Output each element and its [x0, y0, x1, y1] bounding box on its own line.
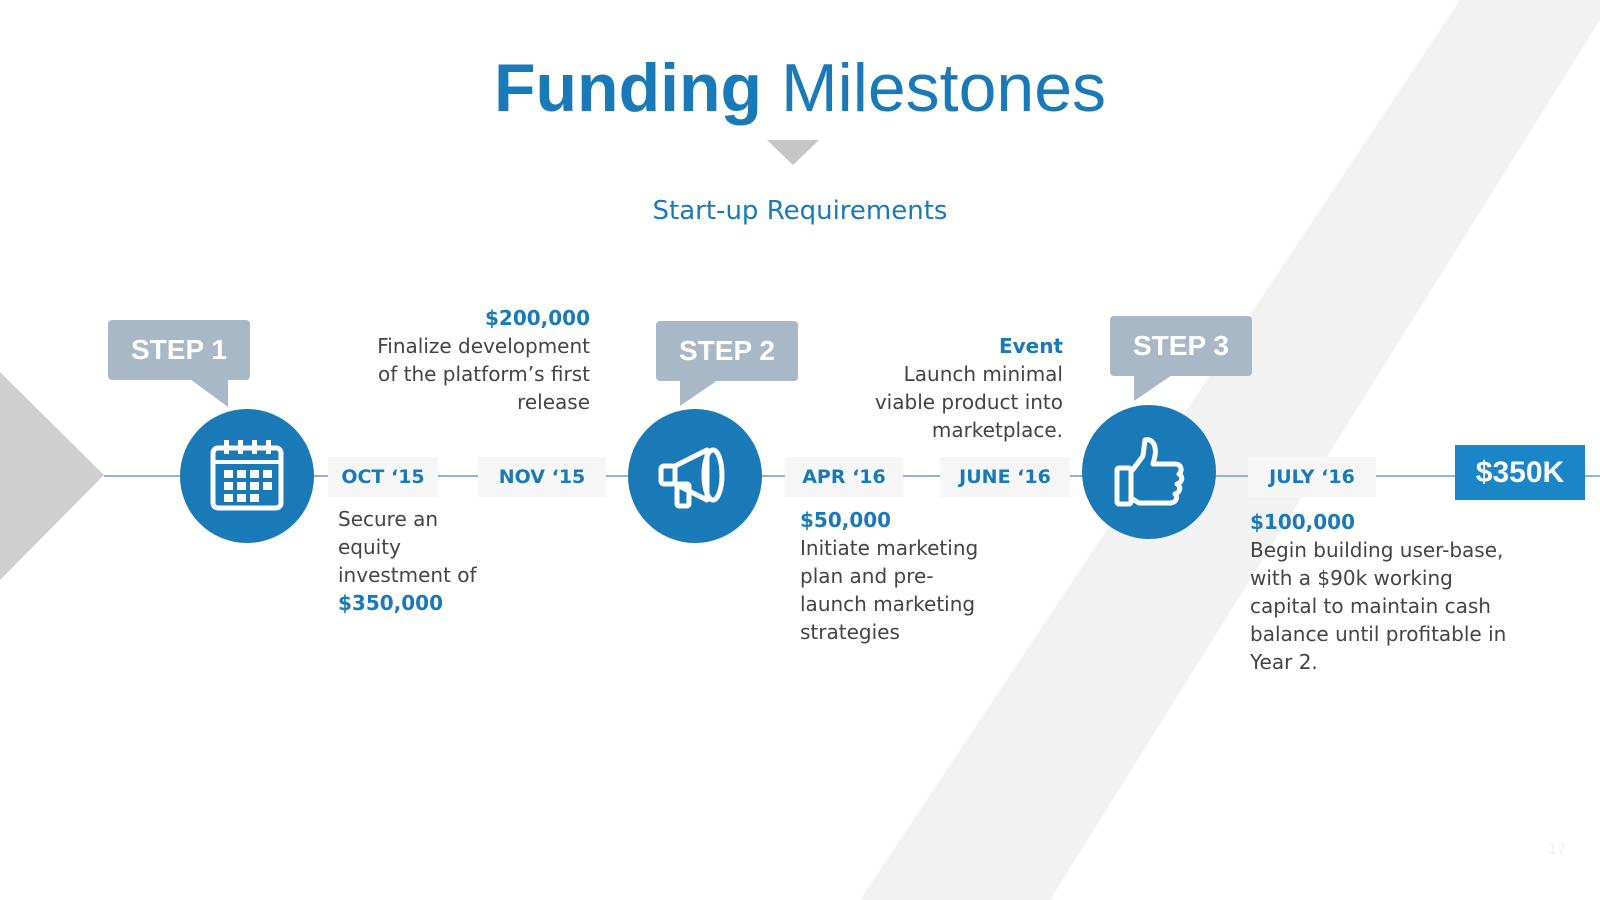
title-regular: Milestones	[781, 50, 1107, 126]
megaphone-icon	[658, 447, 725, 509]
milestone-oct-amount: $350,000	[338, 591, 444, 615]
date-nov-15: NOV ‘15	[478, 457, 606, 497]
left-arrow-shape	[0, 372, 104, 580]
milestone-apr-text: Initiate marketing plan and pre-launch m…	[800, 536, 979, 644]
step-1-bubble: STEP 1	[108, 320, 250, 380]
milestone-apr-amount: $50,000	[800, 508, 892, 532]
milestone-june-heading: Event	[998, 334, 1063, 358]
step-2-circle	[628, 409, 762, 543]
diagonal-band	[860, 0, 1600, 900]
milestone-july-amount: $100,000	[1250, 510, 1356, 534]
subtitle: Start-up Requirements	[652, 196, 948, 226]
calendar-icon	[210, 440, 284, 511]
step-3-pointer	[1134, 375, 1172, 401]
step-3-circle	[1082, 405, 1216, 539]
step-2-label: STEP 2	[679, 335, 775, 366]
milestone-july-text: Begin building user-base, with a $90k wo…	[1250, 538, 1507, 674]
page-title: Funding Milestones	[0, 48, 1600, 128]
total-amount-box: $350K	[1455, 445, 1585, 500]
milestone-nov: $200,000 Finalize development of the pla…	[372, 304, 590, 416]
milestone-oct-text: Secure an equity investment of	[338, 507, 477, 587]
date-oct-15: OCT ‘15	[328, 457, 438, 497]
title-bold: Funding	[493, 50, 763, 126]
step-1-pointer	[190, 379, 228, 407]
step-3-label: STEP 3	[1133, 330, 1229, 361]
milestone-nov-text: Finalize development of the platform’s f…	[377, 334, 590, 414]
title-chevron	[767, 140, 819, 165]
step-2-pointer	[680, 380, 718, 406]
milestone-apr: $50,000 Initiate marketing plan and pre-…	[800, 506, 1000, 646]
milestone-june-text: Launch minimal viable product into marke…	[874, 362, 1063, 442]
milestone-june: Event Launch minimal viable product into…	[855, 332, 1063, 444]
step-2-bubble: STEP 2	[656, 321, 798, 381]
step-3-bubble: STEP 3	[1110, 316, 1252, 376]
milestone-nov-amount: $200,000	[484, 306, 590, 330]
date-july-16: JULY ‘16	[1248, 457, 1376, 497]
date-june-16: JUNE ‘16	[940, 457, 1070, 497]
thumbs-up-icon	[1114, 437, 1185, 507]
date-apr-16: APR ‘16	[785, 457, 903, 497]
milestone-july: $100,000 Begin building user-base, with …	[1250, 508, 1522, 676]
milestone-oct: Secure an equity investment of $350,000	[338, 505, 498, 617]
page-number: 17	[1548, 842, 1566, 858]
step-1-label: STEP 1	[131, 334, 227, 365]
step-1-circle	[180, 409, 314, 543]
